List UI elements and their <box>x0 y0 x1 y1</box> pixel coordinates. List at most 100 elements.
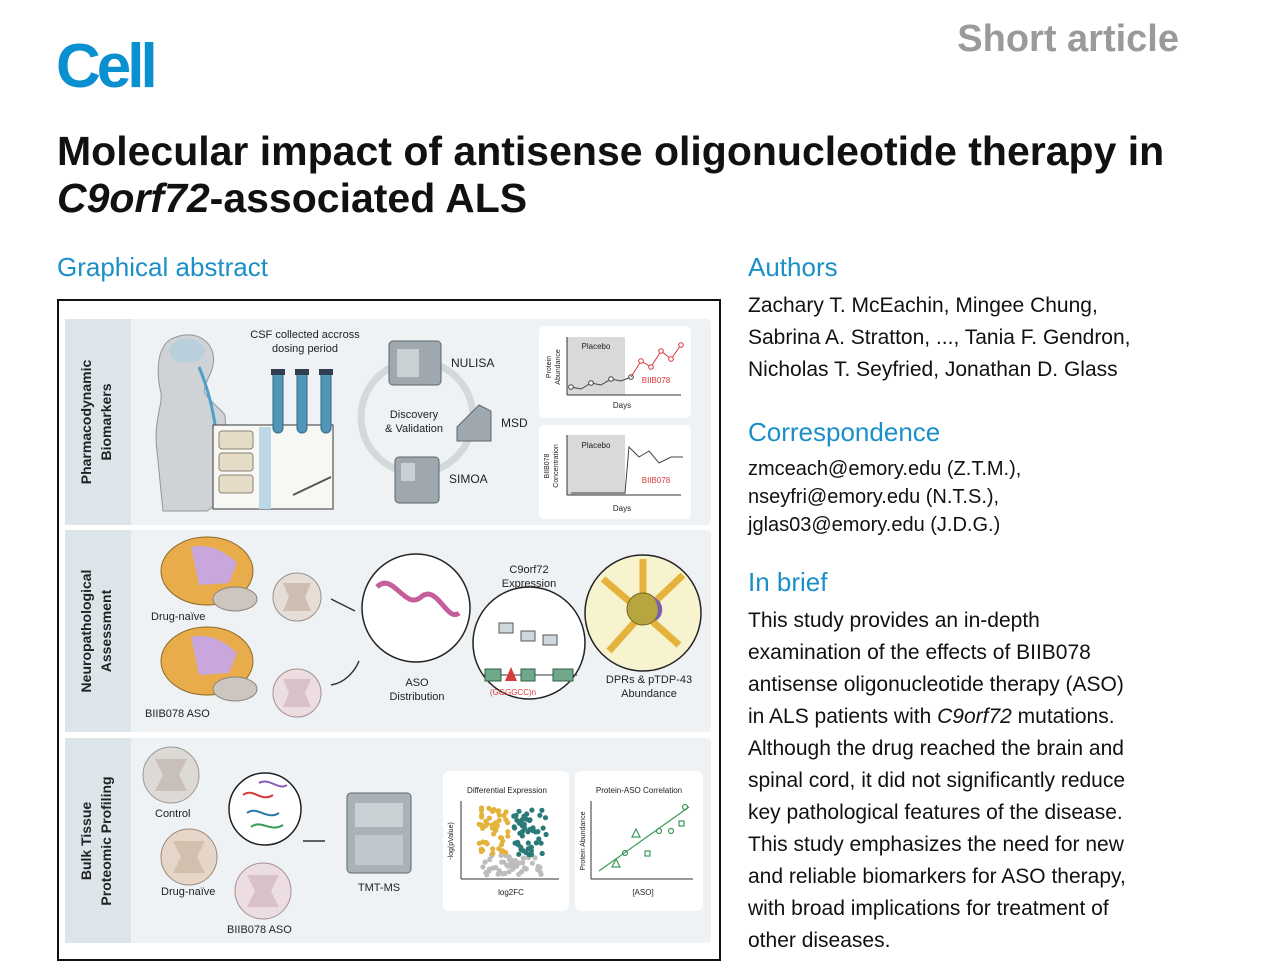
correlation-x-label: [ASO] <box>632 888 653 897</box>
aso-distribution-circle <box>361 553 471 663</box>
aso-helix <box>375 580 461 618</box>
msd-instrument <box>456 404 492 442</box>
volcano-point <box>538 840 544 846</box>
chart1-placebo-line <box>570 376 632 390</box>
correlation-point <box>631 827 641 838</box>
in-brief-line-3: antisense oligonucleotide therapy (ASO) <box>748 673 1124 696</box>
in-brief-line-5: Although the drug reached the brain and <box>748 737 1124 760</box>
chart2-placebo-label: Placebo <box>582 441 611 450</box>
title-text-1: Molecular impact of antisense oligonucle… <box>57 128 1165 174</box>
panel3-label-line1: Bulk Tissue <box>78 802 94 881</box>
chart1-placebo-region <box>567 337 625 395</box>
in-brief-line-4b: mutations. <box>1011 705 1115 728</box>
volcano-point <box>511 824 517 830</box>
volcano-point <box>486 815 492 821</box>
volcano-point <box>500 838 506 844</box>
volcano-point <box>507 863 513 869</box>
in-brief-line-10: with broad implications for treatment of <box>748 897 1109 920</box>
volcano-point <box>494 822 500 829</box>
correlation-point <box>621 849 629 857</box>
volcano-point <box>512 858 518 864</box>
panel2-label-line2: Assessment <box>98 589 114 672</box>
volcano-point <box>495 871 501 877</box>
correlation-point <box>611 857 621 868</box>
correspondence-section: Correspondence zmceach@emory.edu (Z.T.M.… <box>748 419 1218 539</box>
nulisa-instrument <box>388 340 442 386</box>
volcano-point <box>527 826 533 833</box>
volcano-point <box>516 820 522 826</box>
volcano-point <box>493 865 499 871</box>
volcano-point <box>503 817 509 823</box>
spinal-section-biib078-p3 <box>234 862 292 920</box>
volcano-y-label: -log(pValue) <box>448 822 455 860</box>
correspondence-email-1[interactable]: zmceach@emory.edu (Z.T.M.), <box>748 458 1022 480</box>
lumbar-needle <box>292 476 332 496</box>
authors-heading: Authors <box>748 252 838 282</box>
volcano-point <box>503 809 509 815</box>
correlation-point <box>681 803 689 811</box>
biib078-aso-label-p3: BIIB078 ASO <box>227 924 292 936</box>
drug-naive-label: Drug-naïve <box>151 611 205 623</box>
tmt-ms-instrument <box>346 792 412 874</box>
title-gene: C9orf72 <box>57 175 210 221</box>
correspondence-email-3[interactable]: jglas03@emory.edu (J.D.G.) <box>748 514 1001 536</box>
volcano-point <box>520 855 526 861</box>
volcano-point <box>516 851 522 857</box>
arrow-naive-to-aso <box>330 598 356 612</box>
simoa-label: SIMOA <box>449 472 488 486</box>
volcano-point <box>480 839 486 845</box>
authors-line-2: Sabrina A. Stratton, ..., Tania F. Gendr… <box>748 326 1131 349</box>
volcano-point <box>516 871 522 877</box>
volcano-point <box>515 839 521 845</box>
correspondence-heading: Correspondence <box>748 417 941 447</box>
tmt-ms-label: TMT-MS <box>358 882 400 894</box>
arrow-biib-to-aso <box>330 660 360 686</box>
dpr-label-line1: DPRs & pTDP-43 <box>606 674 692 686</box>
volcano-point <box>535 829 541 835</box>
csf-label-line2: dosing period <box>272 343 338 355</box>
in-brief-gene: C9orf72 <box>937 705 1012 728</box>
csf-label-line1: CSF collected accross <box>250 329 360 341</box>
chart1-placebo-label: Placebo <box>582 342 611 351</box>
volcano-point <box>505 829 511 835</box>
chart1-y-label-line2: Abundance <box>555 349 562 385</box>
graphical-abstract-figure: Pharmacodynamic Biomarkers Neuropatholog… <box>57 299 721 961</box>
volcano-point <box>484 821 490 827</box>
volcano-point <box>482 859 488 865</box>
in-brief-line-11: other diseases. <box>748 929 891 952</box>
volcano-x-label: log2FC <box>498 888 524 897</box>
volcano-title: Differential Expression <box>467 786 547 795</box>
chart1-drug-points <box>638 342 684 370</box>
volcano-point <box>539 807 545 813</box>
panel1-label-bg <box>65 319 131 525</box>
chart1-drug-line <box>630 344 682 378</box>
authors-line-1: Zachary T. McEachin, Mingee Chung, <box>748 294 1098 317</box>
volcano-point <box>496 817 502 824</box>
panel1-label-line1: Pharmacodynamic <box>78 360 94 485</box>
aso-label-line1: ASO <box>405 677 429 689</box>
volcano-point <box>480 823 486 829</box>
protein-lysate-circle <box>228 772 302 846</box>
discovery-label-line1: Discovery <box>390 409 439 421</box>
panel3-label-bg <box>65 738 131 943</box>
in-brief-line-4: in ALS patients with C9orf72 mutations. <box>748 701 1218 733</box>
volcano-point <box>539 850 545 857</box>
correlation-point <box>644 850 651 857</box>
dpr-label-line2: Abundance <box>621 688 677 700</box>
volcano-point <box>506 854 512 860</box>
in-brief-line-9: and reliable biomarkers for ASO therapy, <box>748 865 1126 888</box>
volcano-point <box>540 825 546 831</box>
volcano-point <box>518 844 524 850</box>
volcano-point <box>512 862 518 869</box>
c9-label-line1: C9orf72 <box>509 564 548 576</box>
correlation-y-label: Protein Abundance <box>580 811 587 870</box>
msd-label: MSD <box>501 416 528 430</box>
title-text-2: -associated ALS <box>209 175 528 221</box>
correlation-points <box>611 803 689 868</box>
chart1-drug-label: BIIB078 <box>642 376 671 385</box>
chart2-x-label: Days <box>613 504 631 513</box>
correspondence-email-2[interactable]: nseyfri@emory.edu (N.T.S.), <box>748 486 1000 508</box>
spinal-section-drug-naive <box>272 572 322 622</box>
volcano-point <box>499 848 505 855</box>
volcano-point <box>529 860 535 866</box>
